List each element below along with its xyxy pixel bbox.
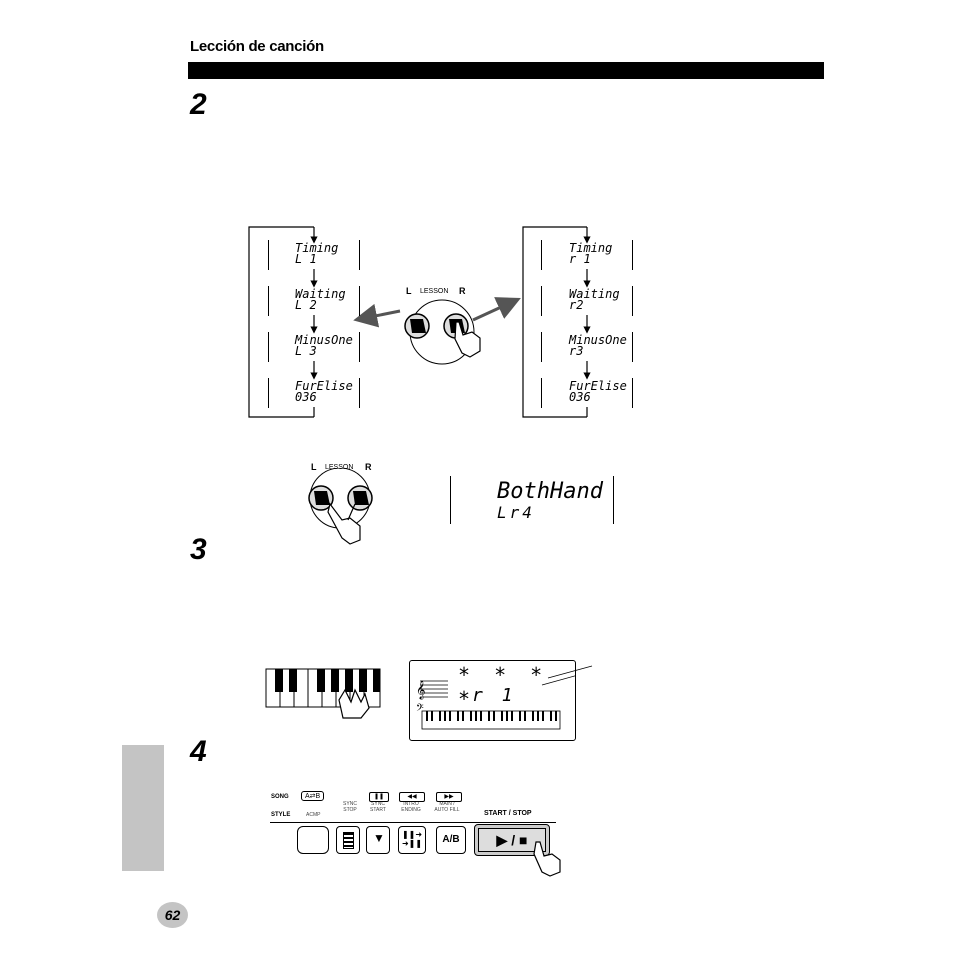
lcd-step3-line2: r 1 — [472, 685, 517, 706]
lesson-r-label: R — [459, 286, 466, 296]
lcd-left-3: MinusOne L 3 — [268, 332, 360, 362]
start-stop-button[interactable]: ▶ / ■ — [474, 824, 550, 856]
page-number: 62 — [157, 902, 188, 928]
lcd-bothhand-line2: Lr4 — [497, 503, 535, 522]
svg-text:𝄢: 𝄢 — [416, 702, 424, 716]
lcd-right-4: FurElise 036 — [541, 378, 633, 408]
intro-ending-line1: INTRO — [403, 801, 419, 807]
sync-stop-button[interactable] — [336, 826, 360, 854]
main-auto-fill-line1: MAIN / — [439, 801, 455, 807]
lcd-line1: Waiting — [295, 287, 346, 301]
intro-ending-icon: ❚❚➜➜❚❚ — [401, 830, 423, 848]
lcd-line2: r2 — [569, 298, 584, 312]
lcd-line2: r 1 — [569, 252, 591, 266]
lcd-left-4: FurElise 036 — [268, 378, 360, 408]
lcd-line2: L 1 — [295, 252, 317, 266]
style-label: STYLE — [271, 812, 291, 818]
page-title: Lección de canción — [190, 38, 324, 55]
lcd-line1: MinusOne — [569, 333, 627, 347]
both-l-label: L — [311, 462, 317, 472]
lcd-left-1: Timing L 1 — [268, 240, 360, 270]
both-hands-buttons — [308, 468, 373, 545]
intro-ending-button[interactable]: ❚❚➜➜❚❚ — [398, 826, 426, 854]
lcd-line1: MinusOne — [295, 333, 353, 347]
both-r-label: R — [365, 462, 372, 472]
sync-stop-line2: STOP — [343, 807, 357, 813]
fast-forward-icon: ▶▶ — [436, 792, 462, 802]
lesson-l-label: L — [406, 286, 412, 296]
callout-line — [547, 665, 593, 679]
start-stop-label: START / STOP — [484, 810, 532, 817]
sync-stop-label: SYNC STOP — [340, 801, 360, 813]
sync-start-icon: ▼ — [373, 831, 385, 845]
lcd-right-2: Waiting r2 — [541, 286, 633, 316]
lesson-flow-diagram — [248, 226, 591, 418]
lcd-step3: 𝄞 𝄢 * * * * r 1 — [409, 660, 576, 741]
step-4-number: 4 — [190, 735, 207, 768]
pointing-hand-icon — [533, 841, 561, 877]
intro-ending-label: INTRO ENDING — [398, 801, 424, 813]
lcd-step3-graphics: 𝄞 𝄢 — [416, 675, 575, 730]
lcd-left-2: Waiting L 2 — [268, 286, 360, 316]
lcd-bothhand-line1: BothHand — [497, 479, 603, 504]
main-auto-fill-line2: AUTO FILL — [434, 807, 460, 813]
svg-text:𝄞: 𝄞 — [416, 681, 425, 700]
sync-start-line1: SYNC — [371, 801, 385, 807]
lcd-line1: FurElise — [569, 379, 627, 393]
song-label: SONG — [271, 794, 289, 800]
lcd-step3-stars: * * * * — [458, 663, 549, 711]
sync-start-label: SYNC START — [368, 801, 388, 813]
sync-stop-line1: SYNC — [343, 801, 357, 807]
sync-stop-icon — [343, 832, 354, 849]
lcd-right-3: MinusOne r3 — [541, 332, 633, 362]
ab-label: A⇄B — [301, 791, 325, 801]
side-tab — [122, 745, 164, 871]
intro-ending-line2: ENDING — [401, 807, 421, 813]
pause-icon: ❚❚ — [369, 792, 389, 802]
sync-start-button[interactable]: ▼ — [366, 826, 390, 854]
start-stop-inner: ▶ / ■ — [478, 828, 546, 852]
lcd-line1: Timing — [295, 241, 339, 255]
lcd-line1: Waiting — [569, 287, 620, 301]
main-auto-fill-label: MAIN / AUTO FILL — [432, 801, 462, 813]
lcd-line1: FurElise — [295, 379, 353, 393]
step-3-number: 3 — [190, 533, 207, 566]
lesson-label: LESSON — [420, 288, 449, 295]
sync-start-line2: START — [370, 807, 386, 813]
lcd-line2: L 3 — [295, 344, 317, 358]
header-bar — [188, 62, 824, 79]
acmp-label: ACMP — [306, 812, 321, 818]
both-lesson-label: LESSON — [325, 464, 354, 471]
lcd-line2: r3 — [569, 344, 584, 358]
lcd-right-1: Timing r 1 — [541, 240, 633, 270]
step-2-number: 2 — [190, 88, 207, 121]
lcd-bothhand: BothHand Lr4 — [450, 476, 614, 524]
acmp-button[interactable] — [297, 826, 329, 854]
rewind-icon: ◀◀ — [399, 792, 425, 802]
lcd-line2: 036 — [295, 390, 317, 404]
lcd-line2: L 2 — [295, 298, 317, 312]
lcd-line1: Timing — [569, 241, 613, 255]
ab-button[interactable]: A/B — [436, 826, 466, 854]
lcd-line2: 036 — [569, 390, 591, 404]
keyboard-illustration — [265, 668, 381, 719]
panel-line — [270, 822, 556, 823]
